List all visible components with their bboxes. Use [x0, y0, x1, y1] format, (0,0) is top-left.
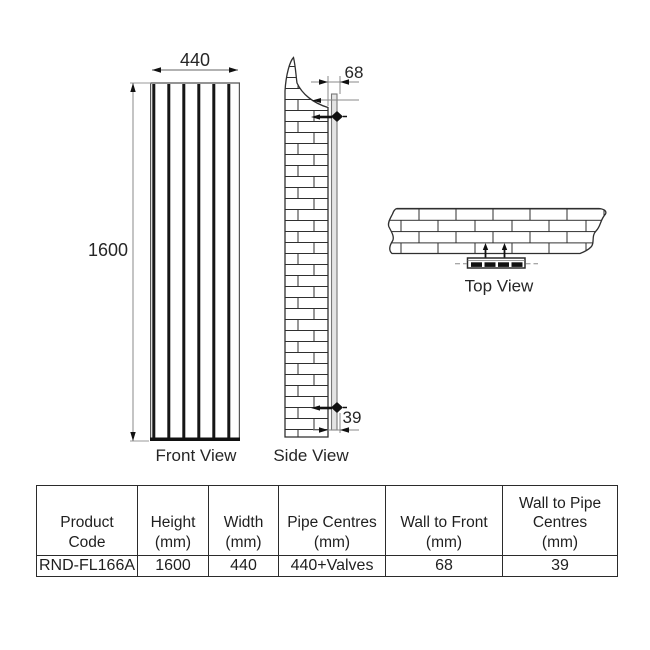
cell-pipe-centres: 440+Valves	[278, 555, 386, 577]
cell-width: 440	[208, 555, 279, 577]
header-height: Height (mm)	[137, 485, 209, 556]
cell-product-code: RND-FL166A	[36, 555, 138, 577]
wall-to-front-dimension: 68	[311, 63, 363, 106]
radiator-panels	[152, 84, 231, 438]
header-width: Width (mm)	[208, 485, 279, 556]
side-wall-bricks	[285, 57, 328, 437]
header-product-code: Product Code	[36, 485, 138, 556]
header-line: (mm)	[154, 533, 192, 551]
cell-wall-to-front: 68	[385, 555, 503, 577]
radiator-bottom-band	[150, 437, 240, 441]
technical-diagram: 440 1600 Front View	[88, 50, 607, 465]
header-line: (mm)	[225, 533, 262, 551]
header-line: Pipe Centres	[287, 514, 377, 531]
spec-table-header-row: Product Code Height (mm) Width (mm) Pipe…	[36, 485, 618, 556]
wall-face-leader	[312, 98, 359, 103]
width-dimension-value: 440	[180, 50, 210, 70]
spec-table-data-row: RND-FL166A 1600 440 440+Valves 68 39	[36, 555, 618, 577]
header-wall-to-pipe-centres: Wall to Pipe Centres (mm)	[502, 485, 618, 556]
bottom-wall-bracket	[311, 402, 347, 413]
front-view-label: Front View	[156, 446, 238, 465]
radiator-top-profile	[455, 257, 538, 269]
header-line: Code	[68, 533, 106, 551]
side-view-drawing: 68 39 Side View	[273, 56, 363, 465]
header-line: Width	[223, 514, 264, 531]
side-view-label: Side View	[273, 446, 349, 465]
wall-to-pipe-dimension: 39	[313, 408, 361, 433]
spec-table: Product Code Height (mm) Width (mm) Pipe…	[36, 485, 618, 577]
wall-to-front-dimension-value: 68	[345, 63, 364, 82]
cell-height: 1600	[137, 555, 209, 577]
cell-wall-to-pipe-centres: 39	[502, 555, 618, 577]
header-wall-to-front: Wall to Front (mm)	[385, 485, 503, 556]
header-line: Wall to Front	[400, 514, 488, 531]
wall-to-pipe-dimension-value: 39	[343, 408, 362, 427]
header-line: (mm)	[313, 533, 351, 551]
header-pipe-centres: Pipe Centres (mm)	[278, 485, 386, 556]
top-view-label: Top View	[465, 277, 534, 296]
pipe-connections	[482, 243, 508, 258]
header-line: Product	[60, 514, 114, 531]
height-dimension-value: 1600	[88, 240, 128, 260]
header-line: (mm)	[425, 533, 463, 551]
front-view-drawing: 440 1600 Front View	[88, 50, 240, 465]
width-dimension: 440	[152, 50, 238, 73]
header-line: Height	[150, 514, 196, 531]
top-wall-bricks	[388, 208, 606, 254]
header-line: Centres	[532, 514, 588, 531]
top-view-drawing: Top View	[387, 207, 607, 296]
header-line: (mm)	[541, 533, 579, 551]
top-wall-bracket	[311, 111, 347, 122]
height-dimension: 1600	[88, 82, 151, 442]
header-line: Wall to Pipe	[518, 494, 602, 512]
radiator-side-profile	[330, 93, 338, 431]
